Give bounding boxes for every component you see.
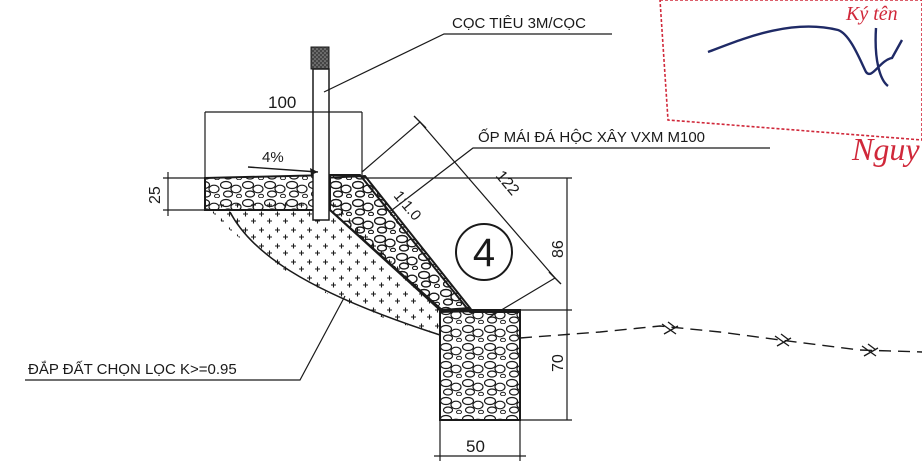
dim-slope-length-line <box>361 121 556 319</box>
embankment-fill-area <box>205 200 440 335</box>
toe-stone-block <box>439 309 521 421</box>
leader-marker-post <box>323 33 612 93</box>
ground-grass-symbols <box>661 321 879 357</box>
detail-number-circle <box>455 223 513 281</box>
embankment-fill-label: ĐẮP ĐẤT CHỌN LỌC K>=0.95 <box>28 360 237 378</box>
dim-lining-thickness: 25 <box>147 186 164 204</box>
crossfall-label: 4% <box>262 149 284 166</box>
crossfall-arrowhead <box>310 168 318 175</box>
leader-slope-lining <box>391 147 770 211</box>
dim-slope-height-line <box>362 177 572 311</box>
dim-top-width: 100 <box>268 93 296 112</box>
crossfall-arrow <box>247 166 319 173</box>
dim-toe-height-line <box>520 310 572 421</box>
dim-toe-height: 70 <box>550 354 567 372</box>
natural-ground-line <box>519 325 922 353</box>
dim-toe-width-line <box>434 420 526 461</box>
dim-top-width-line <box>204 111 363 178</box>
dim-toe-width: 50 <box>466 437 485 456</box>
slope-lining-label: ỐP MÁI ĐÁ HỘC XÂY VXM M100 <box>478 128 705 146</box>
signature-stroke <box>707 25 904 87</box>
dim-slope-length: 122 <box>492 168 522 199</box>
detail-number-label: 4 <box>473 231 495 275</box>
dim-slope-ticks <box>413 115 562 285</box>
stamp-text-fragment: Ký tên <box>845 3 898 25</box>
marker-post-cap <box>310 46 330 70</box>
dim-slope-height: 86 <box>550 240 567 258</box>
dim-lining-thickness-line <box>163 172 205 216</box>
marker-post <box>312 68 330 221</box>
leader-embankment-fill <box>25 295 346 381</box>
signer-name-fragment: Nguy <box>851 131 920 167</box>
embankment-boundary <box>229 211 441 336</box>
stamp-signature: Ký tên Nguy <box>659 0 922 167</box>
marker-post-label: CỌC TIÊU 3M/CỌC <box>452 15 586 32</box>
top-stone-lining <box>204 173 331 211</box>
